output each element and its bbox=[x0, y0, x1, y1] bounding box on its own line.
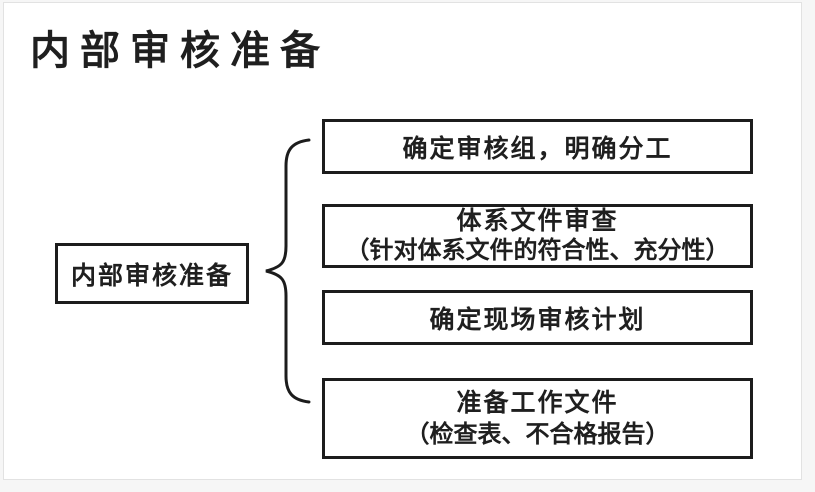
root-node-label: 内部审核准备 bbox=[70, 261, 233, 290]
branch-node-label: 确定审核组，明确分工 bbox=[402, 134, 673, 163]
branch-node-onsite-audit-plan: 确定现场审核计划 bbox=[322, 290, 753, 345]
branch-node-document-review: 体系文件审查 （针对体系文件的符合性、充分性） bbox=[322, 204, 753, 268]
branch-node-label: 体系文件审查 bbox=[456, 207, 619, 235]
curly-brace-connector bbox=[265, 138, 311, 404]
root-node-internal-audit-preparation: 内部审核准备 bbox=[55, 243, 249, 304]
branch-node-working-documents: 准备工作文件 （检查表、不合格报告） bbox=[322, 378, 753, 459]
branch-node-sublabel: （检查表、不合格报告） bbox=[405, 420, 670, 448]
branch-node-sublabel: （针对体系文件的符合性、充分性） bbox=[345, 237, 730, 264]
branch-node-audit-team: 确定审核组，明确分工 bbox=[322, 119, 753, 174]
page-title: 内部审核准备 bbox=[30, 29, 330, 73]
branch-node-label: 确定现场审核计划 bbox=[429, 305, 646, 334]
branch-node-label: 准备工作文件 bbox=[456, 388, 619, 417]
